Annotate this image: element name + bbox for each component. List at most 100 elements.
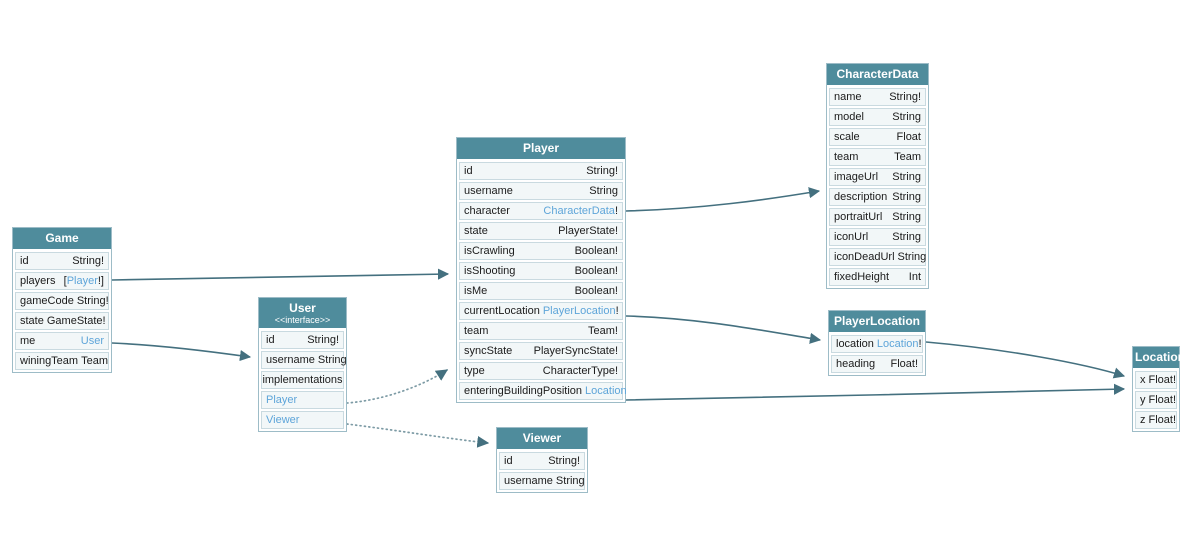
type-scalar: String — [892, 191, 921, 203]
field-name: isCrawling — [464, 245, 515, 257]
type-scalar: Float! — [890, 358, 918, 370]
node-header-characterData[interactable]: CharacterData — [827, 64, 928, 85]
type-scalar: Team — [81, 355, 108, 367]
field-type: Float! — [1149, 413, 1177, 427]
node-header-viewer[interactable]: Viewer — [497, 428, 587, 449]
field-type: CharacterType! — [543, 364, 618, 378]
field-characterData-fixedHeight[interactable]: fixedHeight Int — [829, 268, 926, 286]
type-scalar: Boolean! — [574, 285, 618, 297]
type-link-player[interactable]: Player — [266, 394, 298, 406]
field-name: me — [20, 335, 36, 347]
field-type: Int — [909, 270, 921, 284]
type-link-characterdata[interactable]: CharacterData — [543, 205, 615, 217]
type-link-playerlocation[interactable]: PlayerLocation — [542, 305, 616, 317]
field-type: Boolean! — [575, 284, 618, 298]
field-name: scale — [834, 131, 860, 143]
row-label-text: implementations — [262, 374, 343, 386]
node-header-player[interactable]: Player — [457, 138, 625, 159]
type-scalar: String! — [76, 295, 109, 307]
node-header-location[interactable]: Location — [1133, 347, 1185, 368]
field-game-players[interactable]: players[Player!] — [15, 272, 109, 290]
type-scalar: String! — [72, 255, 104, 267]
type-link-user[interactable]: User — [80, 335, 104, 347]
field-player-type[interactable]: type CharacterType! — [459, 362, 623, 380]
field-characterData-description[interactable]: description String — [829, 188, 926, 206]
node-title: PlayerLocation — [833, 314, 921, 328]
type-scalar: String! — [307, 334, 339, 346]
edge-player-character-to-characterdata — [625, 187, 821, 212]
node-title: Game — [45, 231, 79, 245]
type-link-viewer[interactable]: Viewer — [266, 414, 300, 426]
field-type: PlayerState! — [558, 224, 618, 238]
type-scalar: Float — [896, 131, 921, 143]
type-scalar: Float! — [1148, 414, 1177, 426]
node-title: User — [289, 301, 316, 315]
implementation-row-player[interactable]: Player — [261, 391, 344, 409]
field-type: String! — [586, 164, 618, 178]
field-type: String — [589, 184, 618, 198]
type-link-location[interactable]: Location — [876, 338, 919, 350]
type-scalar: GameState! — [46, 315, 106, 327]
edge-game-me-to-user — [111, 342, 252, 362]
field-name: description — [834, 191, 888, 203]
field-characterData-scale[interactable]: scale Float — [829, 128, 926, 146]
edge-player-currentlocation-to-playerlocation — [625, 315, 822, 344]
node-header-user[interactable]: User<<interface>> — [259, 298, 346, 328]
field-name: fixedHeight — [834, 271, 890, 283]
field-name: type — [464, 365, 485, 377]
node-header-game[interactable]: Game — [13, 228, 111, 249]
type-link-location[interactable]: Location — [585, 385, 627, 397]
field-name: syncState — [464, 345, 513, 357]
node-title: Player — [522, 141, 560, 155]
node-header-playerLocation[interactable]: PlayerLocation — [829, 311, 925, 332]
type-scalar: String! — [889, 91, 921, 103]
field-type: Float! — [890, 357, 918, 371]
type-scalar: String! — [586, 165, 618, 177]
implementation-row-viewer[interactable]: Viewer — [261, 411, 344, 429]
field-game-me[interactable]: me User — [15, 332, 109, 350]
field-name: iconUrl — [834, 231, 869, 243]
type-link-player[interactable]: Player — [66, 275, 98, 287]
